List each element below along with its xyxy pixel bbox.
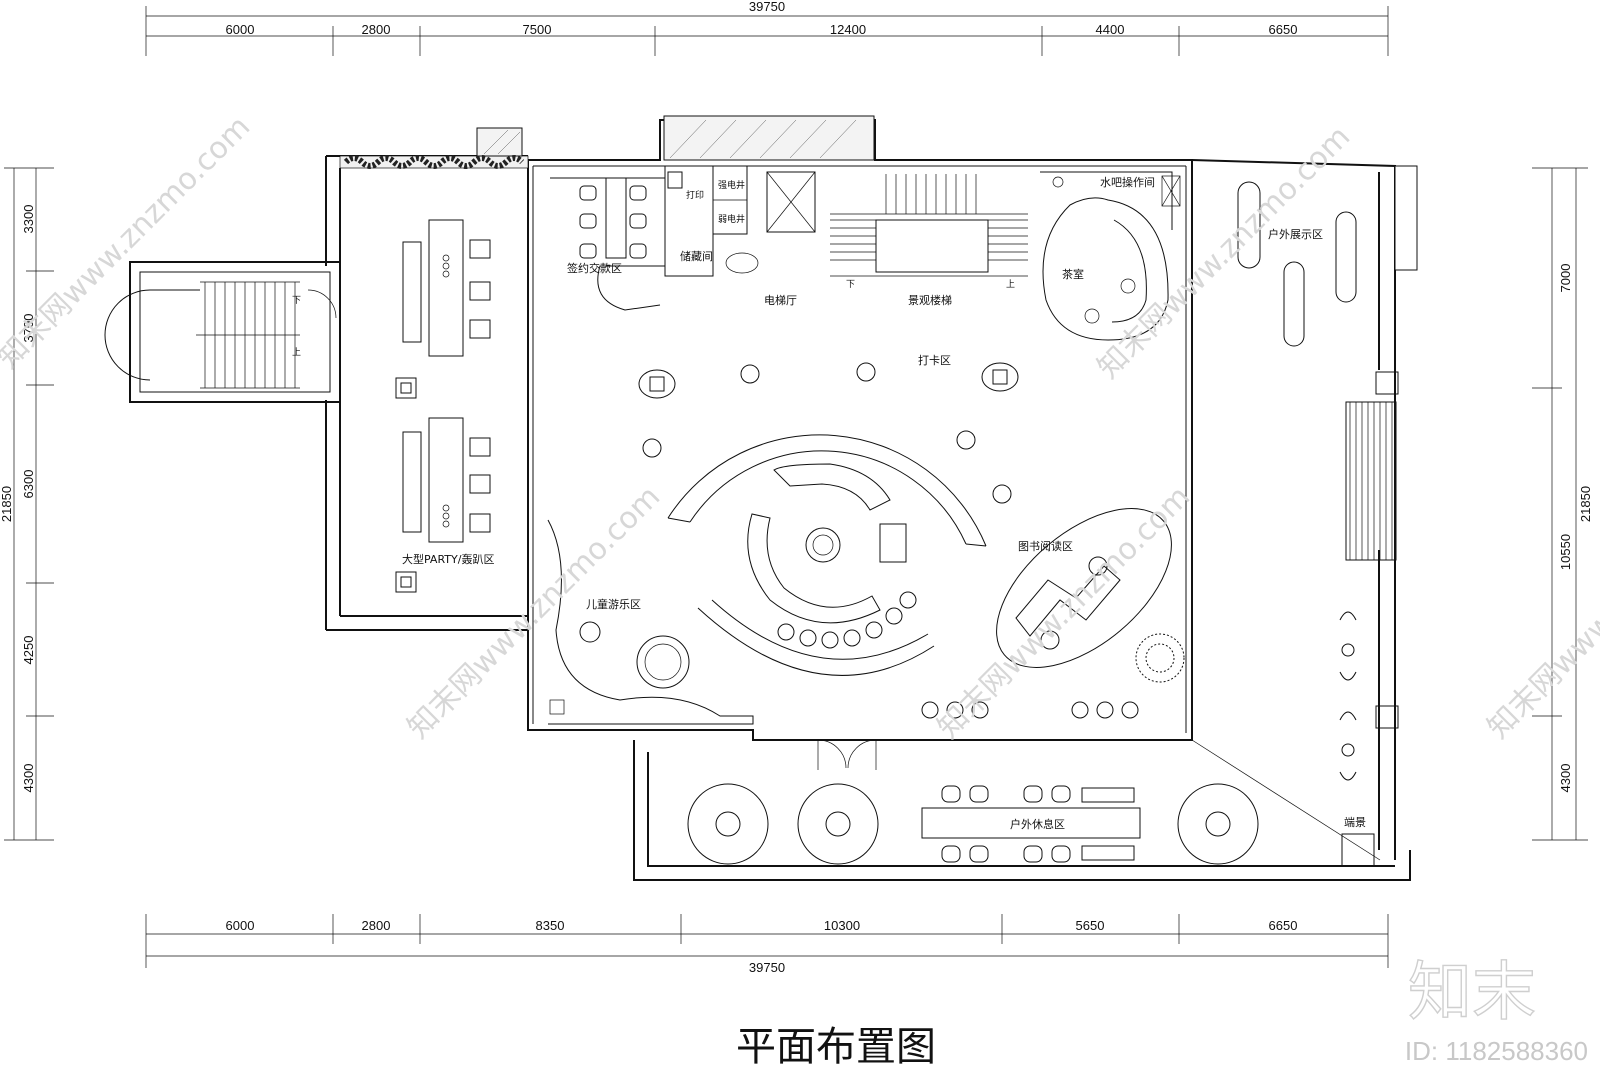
dim-left-5: 4300 [21,764,36,793]
watermark-id: ID: 1182588360 [1405,1036,1588,1066]
dim-bottom-3: 8350 [536,918,565,933]
checkin-area: 打卡区 [638,353,1019,676]
landscape-stair: 下 上 景观楼梯 [830,174,1028,307]
dim-right-2: 10550 [1558,534,1573,570]
dim-right-3: 4300 [1558,764,1573,793]
library: 图书阅读区 [996,508,1185,683]
label-weak-well: 弱电井 [718,213,745,225]
party-furniture: 大型PARTY/轰趴区 [395,219,494,593]
room-party: 大型PARTY/轰趴区 [402,552,494,566]
dim-top-total: 39750 [749,0,785,14]
dimension-top: 39750 6000 2800 7500 12400 4400 6650 [145,0,1389,56]
label-strong-well: 强电井 [718,179,745,191]
room-outdoor-rest: 户外休息区 [1010,817,1065,831]
dim-top-6: 6650 [1269,22,1298,37]
dimension-left: 3300 3700 6300 4250 4300 21850 [0,167,54,841]
elevator-hall: 电梯厅 [764,171,816,307]
kids-area: 儿童游乐区 [547,519,754,725]
room-water-bar: 水吧操作间 [1100,175,1155,189]
dim-bottom-1: 6000 [226,918,255,933]
room-outdoor-exhibit: 户外展示区 [1268,227,1323,241]
landscape-stair-up: 上 [1006,279,1015,290]
watermark-layer: 知末网www.znzmo.com 知末网www.znzmo.com 知末网www… [0,109,1600,745]
dim-top-5: 4400 [1096,22,1125,37]
room-end-scene: 端景 [1344,816,1366,829]
dim-top-2: 2800 [362,22,391,37]
hall-lounge-chairs [817,701,1139,770]
dimension-right: 7000 10550 4300 21850 [1532,167,1593,841]
outdoor-exhibit: 户外展示区 端景 [1237,181,1399,867]
plan-title: 平面布置图 [736,1024,936,1070]
dim-bottom-6: 6650 [1269,918,1298,933]
outdoor-rest: 户外休息区 [687,783,1259,865]
room-checkin: 打卡区 [918,353,951,367]
dim-bottom-5: 5650 [1076,918,1105,933]
dim-left-2: 3700 [21,314,36,343]
label-print: 打印 [686,189,704,201]
planting-strip [343,155,525,169]
watermark-site-1: 知末网www.znzmo.com [0,109,257,375]
watermark-site-2: 知末网www.znzmo.com [401,479,667,745]
dim-left-3: 6300 [21,470,36,499]
storage-room: 打印 储藏间 强电井 弱电井 [664,165,759,277]
dim-left-total: 21850 [0,486,14,522]
room-library: 图书阅读区 [1018,539,1073,553]
room-storage: 储藏间 [680,249,713,263]
left-staircase: 下 上 [104,281,337,389]
room-landscape-stair: 景观楼梯 [908,293,952,307]
left-stair-down: 下 [292,296,301,306]
signing-area: 签约交款区 [550,177,666,311]
dim-right-1: 7000 [1558,264,1573,293]
landscape-stair-down: 下 [846,280,855,290]
hatch-area [483,119,857,159]
watermark-site-3: 知末网www.znzmo.com [931,479,1197,745]
dim-top-3: 7500 [523,22,552,37]
dim-right-total: 21850 [1578,486,1593,522]
tea-room: 水吧操作间 茶室 [1040,171,1181,341]
dim-top-1: 6000 [226,22,255,37]
watermark-brand: 知末 [1408,956,1536,1030]
room-elevator-hall: 电梯厅 [764,294,797,307]
building-walls [129,115,1418,881]
dim-left-1: 3300 [21,205,36,234]
dimension-bottom: 6000 2800 8350 10300 5650 6650 39750 [145,914,1389,975]
room-kids: 儿童游乐区 [586,597,641,611]
dim-bottom-total: 39750 [749,960,785,975]
dim-top-4: 12400 [830,22,866,37]
left-stair-up: 上 [292,347,301,358]
room-tea: 茶室 [1062,267,1084,281]
dim-bottom-4: 10300 [824,918,860,933]
dim-left-4: 4250 [21,636,36,665]
room-signing: 签约交款区 [567,261,622,275]
dim-bottom-2: 2800 [362,918,391,933]
